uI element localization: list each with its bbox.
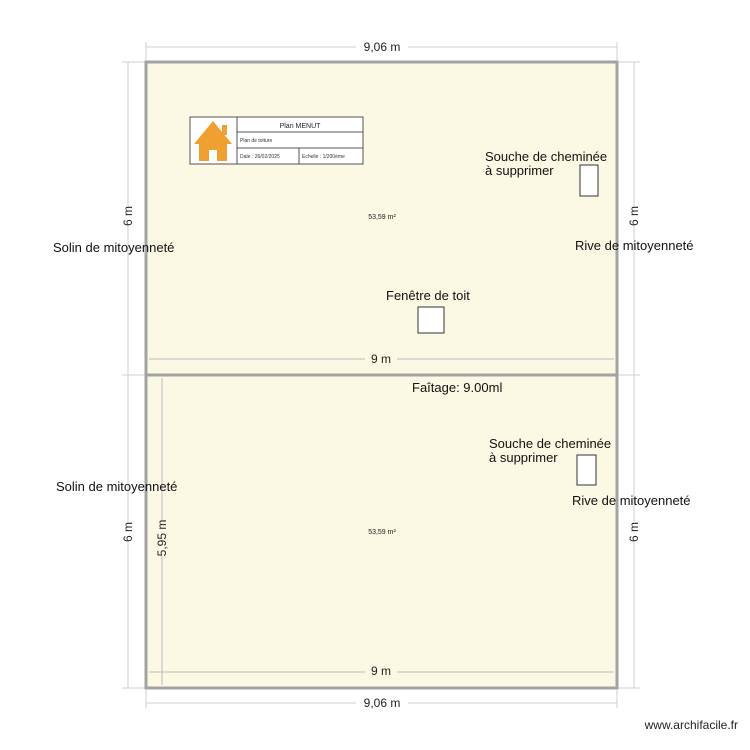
skylight	[417, 306, 445, 334]
chimney-top-label-line1: Souche de cheminée	[485, 149, 607, 164]
top-inner-width-label: 9 m	[371, 352, 391, 366]
bottom-inner-height-label: 5,95 m	[155, 520, 169, 557]
left-dimension: 6 m 6 m	[120, 61, 146, 689]
top-dimension: 9,06 m	[145, 38, 618, 60]
right-dimension: 6 m 6 m	[617, 61, 642, 689]
solin-top-label: Solin de mitoyenneté	[53, 240, 174, 255]
top-width-label: 9,06 m	[364, 40, 401, 54]
top-area-label: 53,59 m²	[368, 214, 396, 221]
top-roof-panel	[144, 60, 619, 377]
bottom-area-label: 53,59 m²	[368, 529, 396, 536]
solin-bottom-label: Solin de mitoyenneté	[56, 479, 177, 494]
right-bottom-height-label: 6 m	[627, 522, 641, 542]
bottom-roof-panel	[144, 373, 619, 690]
chimney-bottom	[576, 454, 597, 486]
title-block-scale: Echelle : 1/200ème	[302, 154, 345, 160]
skylight-label: Fenêtre de toit	[386, 288, 470, 303]
title-block-subtitle: Plan de toiture	[240, 138, 272, 144]
title-block-date: Date : 26/02/2025	[240, 154, 280, 160]
chimney-bottom-label-line1: Souche de cheminée	[489, 436, 611, 451]
bottom-width-label: 9,06 m	[364, 696, 401, 710]
title-block: Plan MENUT Plan de toiture Date : 26/02/…	[189, 116, 364, 165]
rive-bottom-label: Rive de mitoyenneté	[572, 493, 691, 508]
bottom-inner-width-label: 9 m	[371, 664, 391, 678]
chimney-top-label-line2: à supprimer	[485, 163, 554, 178]
bottom-dimension: 9,06 m	[145, 690, 618, 711]
right-top-height-label: 6 m	[627, 206, 641, 226]
inner-guides: 9 m 5,95 m 9 m	[149, 352, 614, 685]
left-bottom-height-label: 6 m	[121, 522, 135, 542]
house-logo-icon	[194, 121, 232, 161]
title-block-title: Plan MENUT	[280, 123, 322, 130]
left-top-height-label: 6 m	[121, 206, 135, 226]
watermark[interactable]: www.archifacile.fr	[644, 718, 738, 732]
chimney-bottom-label-line2: à supprimer	[489, 450, 558, 465]
chimney-top	[579, 164, 599, 197]
ridge-label: Faîtage: 9.00ml	[412, 380, 502, 395]
rive-top-label: Rive de mitoyenneté	[575, 238, 694, 253]
